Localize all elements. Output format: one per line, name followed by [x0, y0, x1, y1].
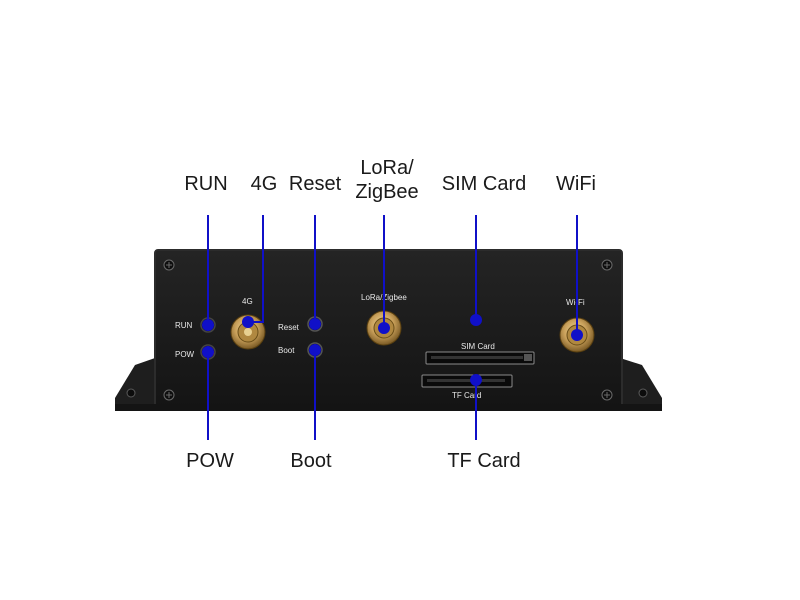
mount-flange-right — [620, 358, 662, 405]
callout-dot-lora — [378, 322, 390, 334]
panel-label-run: RUN — [175, 321, 193, 330]
screw-icon — [601, 389, 613, 401]
antenna-connector-icon — [230, 314, 266, 350]
panel-label-reset: Reset — [278, 323, 300, 332]
panel-label-boot: Boot — [278, 346, 295, 355]
screw-icon — [126, 388, 136, 398]
callout-label-lora-line2: ZigBee — [355, 181, 419, 203]
callout-label-tf: TF Card — [447, 450, 521, 472]
callout-label-wifi: WiFi — [556, 173, 596, 195]
screw-icon — [601, 259, 613, 271]
callout-label-sim: SIM Card — [441, 173, 527, 195]
mount-flange-left — [115, 358, 155, 405]
callout-dot-reset — [309, 318, 321, 330]
panel-label-wifi: Wi-Fi — [566, 298, 585, 307]
screw-icon — [638, 388, 648, 398]
callout-label-lora-line1: LoRa/ — [360, 157, 414, 179]
callout-label-4g: 4G — [250, 173, 278, 195]
screw-icon — [163, 259, 175, 271]
device-bottom-lip — [115, 404, 662, 411]
callout-label-reset: Reset — [288, 173, 342, 195]
callout-dot-run — [202, 319, 214, 331]
callout-dot-4g — [242, 316, 254, 328]
callout-dot-boot — [309, 344, 321, 356]
callout-label-lora: LoRa/ ZigBee — [342, 156, 432, 204]
panel-label-tf: TF Card — [452, 391, 481, 400]
callout-dot-sim — [470, 314, 482, 326]
callout-dot-pow — [202, 346, 214, 358]
panel-label-sim: SIM Card — [461, 342, 495, 351]
callout-dots — [202, 314, 583, 386]
card-slot-icon — [421, 374, 513, 388]
callout-label-pow: POW — [186, 450, 234, 472]
callout-dot-tf — [470, 374, 482, 386]
panel-label-4g: 4G — [242, 297, 253, 306]
card-slot-icon — [425, 351, 535, 365]
screw-icon — [163, 389, 175, 401]
callout-dot-wifi — [571, 329, 583, 341]
panel-label-pow: POW — [175, 350, 195, 359]
callout-label-run: RUN — [184, 173, 228, 195]
callout-label-boot: Boot — [290, 450, 332, 472]
